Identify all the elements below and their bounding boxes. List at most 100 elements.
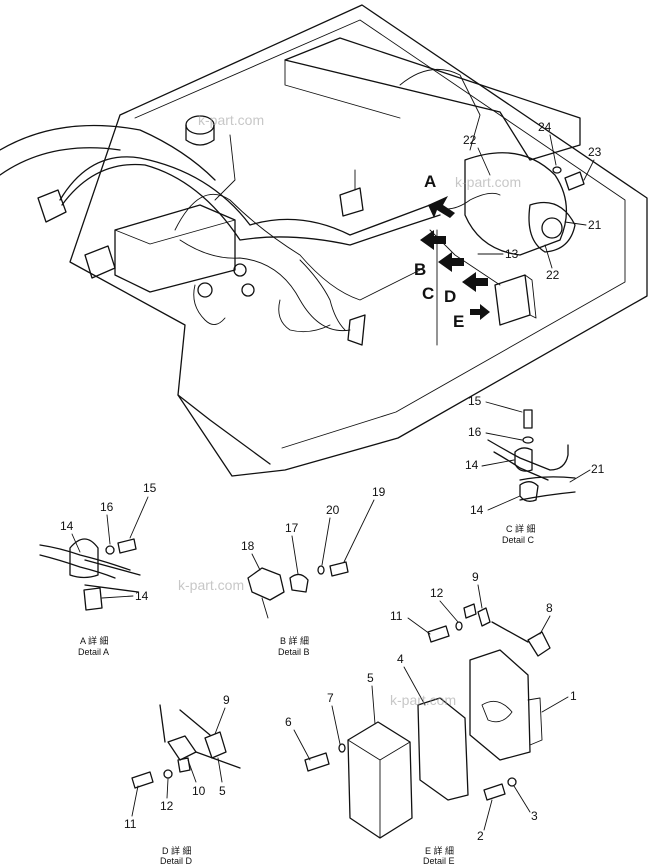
filler-neck xyxy=(185,124,215,146)
alternator xyxy=(528,201,576,253)
switch-box xyxy=(339,187,364,217)
detail-e-washer-12 xyxy=(455,621,463,631)
harness-main xyxy=(59,156,431,236)
detail-e-bracket-1-hole xyxy=(481,700,513,723)
detail-a-callout-14-top: 14 xyxy=(60,519,74,533)
leader-22-top xyxy=(477,147,491,176)
connector-2 xyxy=(233,263,247,277)
detail-e-leader-2 xyxy=(483,799,493,831)
detail-b-clamp xyxy=(289,573,309,593)
detail-a-harness-lower xyxy=(39,554,116,579)
detail-e-plate-4 xyxy=(417,697,469,801)
detail-a-clamp-lower xyxy=(83,587,103,611)
detail-d-caption-en: Detail D xyxy=(160,856,193,865)
engine-hood xyxy=(284,37,581,161)
detail-b-callout-19: 19 xyxy=(372,485,386,499)
detail-b-callout-18: 18 xyxy=(241,539,255,553)
detail-e-leader-1 xyxy=(541,696,569,713)
detail-d-leader-10 xyxy=(187,759,197,783)
tank-top xyxy=(114,219,236,245)
harness-4 xyxy=(179,239,351,332)
detail-c-callout-21: 21 xyxy=(591,462,605,476)
detail-b-caption-en: Detail B xyxy=(278,647,310,657)
detail-a-callout-14-bottom: 14 xyxy=(135,589,149,603)
tank xyxy=(114,204,236,293)
detail-e-bolt-2 xyxy=(483,783,506,801)
callout-22-top: 22 xyxy=(463,133,477,147)
detail-d-leader-9 xyxy=(214,707,226,735)
bolt-23 xyxy=(564,171,585,191)
detail-e-callout-9: 9 xyxy=(472,570,479,584)
detail-e-bracket-1 xyxy=(469,649,531,761)
detail-letter-e: E xyxy=(453,312,464,331)
detail-e-leader-8 xyxy=(539,615,551,635)
detail-e-leader-5 xyxy=(371,685,376,725)
detail-a-pipe xyxy=(84,559,141,593)
detail-c-clamp-upper xyxy=(514,447,533,472)
alternator-pulley xyxy=(541,217,563,239)
detail-a-leader-16 xyxy=(106,514,111,545)
detail-e-callout-4: 4 xyxy=(397,652,404,666)
detail-a-caption-jp: A 詳 細 xyxy=(80,635,109,646)
detail-a-callout-16: 16 xyxy=(100,500,114,514)
relay-box-side xyxy=(524,274,537,319)
detail-d-bracket xyxy=(177,757,191,773)
detail-d-unit xyxy=(204,731,227,759)
callout-22-bottom: 22 xyxy=(546,268,560,282)
callout-23: 23 xyxy=(588,145,602,159)
detail-e-washer-3 xyxy=(507,777,517,787)
detail-e-leader-6 xyxy=(293,729,311,761)
detail-d-callout-9: 9 xyxy=(223,693,230,707)
detail-d-sensor-wire xyxy=(159,704,166,743)
detail-b-callout-20: 20 xyxy=(326,503,340,517)
arrow-c xyxy=(438,252,464,272)
detail-c-callout-14-bottom: 14 xyxy=(470,503,484,517)
detail-c-clamp-lower xyxy=(519,481,539,502)
detail-d-unit-wire xyxy=(179,709,211,736)
engine-block xyxy=(464,152,568,256)
detail-d-callout-12: 12 xyxy=(160,799,174,813)
washer-24 xyxy=(552,166,562,174)
body-lower-edge xyxy=(177,394,271,465)
connector-3 xyxy=(241,283,255,297)
detail-c-bolt xyxy=(523,409,533,429)
detail-b-leader-17 xyxy=(291,535,299,575)
detail-a-clamp xyxy=(69,538,99,579)
detail-e-leader-12 xyxy=(439,600,459,623)
detail-a-leader-14-top xyxy=(71,533,81,553)
detail-b-leader-20 xyxy=(321,517,331,566)
detail-e-caption-en: Detail E xyxy=(423,856,455,865)
leader-24 xyxy=(549,134,557,166)
detail-e-callout-5: 5 xyxy=(367,671,374,685)
detail-e-leader-9 xyxy=(477,584,483,609)
detail-d-leader-12 xyxy=(166,778,169,799)
watermark-engine: k-part.com xyxy=(455,174,521,190)
detail-c-harness xyxy=(487,439,569,471)
harness-6 xyxy=(299,259,346,331)
detail-e-callout-8: 8 xyxy=(546,601,553,615)
detail-d-leader-5 xyxy=(217,757,223,783)
machine-body xyxy=(69,4,648,477)
harness-10 xyxy=(214,134,236,201)
detail-d-bolt xyxy=(131,771,154,789)
leader-21 xyxy=(564,221,587,226)
detail-c-leader-14-top xyxy=(481,459,515,467)
detail-e-leader-3 xyxy=(513,785,531,813)
body-inner-panel xyxy=(134,19,626,449)
detail-e-washer-7 xyxy=(338,743,346,753)
watermark-detail-e: k-part.com xyxy=(390,692,456,708)
detail-e-caption-jp: E 詳 細 xyxy=(425,845,454,856)
detail-d: 9 10 5 12 11 D 詳 細 Detail D xyxy=(124,693,241,865)
detail-letter-b: B xyxy=(414,260,426,279)
detail-e-switch-wire xyxy=(491,621,529,643)
detail-e-callout-1: 1 xyxy=(570,689,577,703)
detail-b-callout-17: 17 xyxy=(285,521,299,535)
detail-e-callout-7: 7 xyxy=(327,691,334,705)
watermark-main: k-part.com xyxy=(198,112,264,128)
detail-c-washer xyxy=(522,436,534,444)
detail-a-caption-en: Detail A xyxy=(78,647,109,657)
detail-e-leader-7 xyxy=(331,705,341,745)
detail-a-leader-14-bottom xyxy=(101,595,134,599)
detail-d-leader-11 xyxy=(131,785,139,817)
